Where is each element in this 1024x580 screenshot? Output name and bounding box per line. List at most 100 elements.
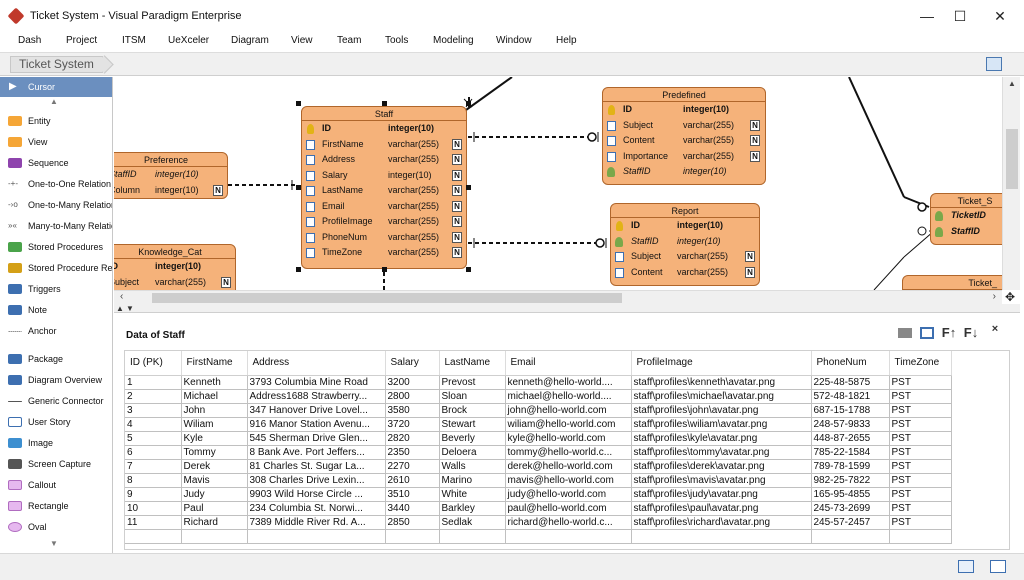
menu-modeling[interactable]: Modeling (433, 35, 474, 46)
sort-descending-button[interactable]: F↓ (963, 325, 979, 340)
table-cell[interactable]: 4 (125, 417, 182, 432)
table-cell[interactable]: 1 (125, 375, 182, 390)
table-cell[interactable]: staff\profiles\richard\avatar.png (631, 515, 812, 530)
table-cell[interactable]: PST (889, 487, 952, 502)
data-grid-icon[interactable] (896, 325, 914, 341)
table-cell[interactable]: Tommy (181, 445, 248, 460)
palette-item-screen-capture[interactable]: Screen Capture (0, 454, 112, 474)
table-cell[interactable]: PST (889, 417, 952, 432)
table-cell[interactable]: Brock (439, 403, 506, 418)
scrollbar-thumb[interactable] (1006, 129, 1018, 189)
table-cell[interactable]: 6 (125, 445, 182, 460)
table-cell[interactable]: Michael (181, 389, 248, 404)
entity-ticket[interactable]: Ticket_ (902, 275, 1002, 290)
table-cell[interactable]: staff\profiles\judy\avatar.png (631, 487, 812, 502)
table-cell[interactable]: Derek (181, 459, 248, 474)
close-button[interactable]: ✕ (994, 8, 1006, 24)
table-cell[interactable]: Mavis (181, 473, 248, 488)
table-cell[interactable]: PST (889, 515, 952, 530)
palette-scroll-up-icon[interactable]: ▲ (50, 97, 58, 106)
table-cell[interactable] (505, 529, 632, 544)
table-cell[interactable]: Barkley (439, 501, 506, 516)
scroll-left-icon[interactable]: ‹ (120, 291, 124, 302)
table-cell[interactable]: 81 Charles St. Sugar La... (247, 459, 386, 474)
selection-handle[interactable] (466, 101, 471, 106)
table-cell[interactable]: staff\profiles\wiliam\avatar.png (631, 417, 812, 432)
column-header[interactable]: FirstName (181, 351, 248, 376)
palette-item-rectangle[interactable]: Rectangle (0, 496, 112, 516)
table-cell[interactable]: Richard (181, 515, 248, 530)
table-cell[interactable]: 225-48-5875 (811, 375, 890, 390)
table-cell[interactable]: 916 Manor Station Avenu... (247, 417, 386, 432)
selection-handle[interactable] (466, 185, 471, 190)
menu-dash[interactable]: Dash (18, 35, 42, 46)
table-cell[interactable]: 7389 Middle River Rd. A... (247, 515, 386, 530)
palette-item-cursor[interactable]: ▶ Cursor (0, 77, 112, 97)
menu-diagram[interactable]: Diagram (231, 35, 269, 46)
table-cell[interactable]: PST (889, 445, 952, 460)
table-cell[interactable]: PST (889, 403, 952, 418)
column-header[interactable]: Email (505, 351, 632, 376)
table-cell[interactable]: staff\profiles\tommy\avatar.png (631, 445, 812, 460)
column-header[interactable]: Address (247, 351, 386, 376)
table-cell[interactable]: Kyle (181, 431, 248, 446)
palette-scroll-down-icon[interactable]: ▼ (50, 539, 58, 548)
panel-splitter[interactable]: ▲ ▼ (114, 304, 1020, 313)
table-cell[interactable]: kenneth@hello-world.... (505, 375, 632, 390)
table-cell[interactable]: 9903 Wild Horse Circle ... (247, 487, 386, 502)
table-cell[interactable]: 3580 (385, 403, 440, 418)
menu-itsm[interactable]: ITSM (122, 35, 146, 46)
scroll-right-icon[interactable]: › (992, 291, 996, 302)
menu-uexceler[interactable]: UeXceler (168, 35, 210, 46)
table-cell[interactable]: PST (889, 389, 952, 404)
table-cell[interactable]: staff\profiles\mavis\avatar.png (631, 473, 812, 488)
table-cell[interactable]: 347 Hanover Drive Lovel... (247, 403, 386, 418)
palette-item-diagram-overview[interactable]: Diagram Overview (0, 370, 112, 390)
table-cell[interactable]: judy@hello-world.com (505, 487, 632, 502)
column-header[interactable]: PhoneNum (811, 351, 890, 376)
breadcrumb[interactable]: Ticket System (10, 56, 103, 73)
diagram-navigator-icon[interactable] (986, 57, 1002, 71)
table-cell[interactable]: staff\profiles\michael\avatar.png (631, 389, 812, 404)
palette-item-one-to-one[interactable]: -+-One-to-One Relation (0, 174, 112, 194)
table-cell[interactable]: 234 Columbia St. Norwi... (247, 501, 386, 516)
table-cell[interactable] (889, 529, 952, 544)
selection-handle[interactable] (466, 267, 471, 272)
menu-project[interactable]: Project (66, 35, 98, 46)
table-cell[interactable]: 3793 Columbia Mine Road (247, 375, 386, 390)
table-cell[interactable]: 3 (125, 403, 182, 418)
table-cell[interactable]: 245-73-2699 (811, 501, 890, 516)
table-cell[interactable]: Sedlak (439, 515, 506, 530)
table-cell[interactable]: tommy@hello-world.c... (505, 445, 632, 460)
palette-item-many-to-many[interactable]: »«Many-to-Many Relation (0, 216, 112, 236)
selection-handle[interactable] (296, 185, 301, 190)
table-cell[interactable] (181, 529, 248, 544)
collapse-down-icon[interactable]: ▼ (126, 304, 134, 313)
menu-tools[interactable]: Tools (385, 35, 409, 46)
palette-item-generic-connector[interactable]: Generic Connector (0, 391, 112, 411)
table-cell[interactable]: 3720 (385, 417, 440, 432)
menu-view[interactable]: View (291, 35, 313, 46)
table-cell[interactable]: 3200 (385, 375, 440, 390)
table-cell[interactable]: kyle@hello-world.com (505, 431, 632, 446)
document-edit-icon[interactable] (990, 560, 1006, 573)
table-cell[interactable]: Beverly (439, 431, 506, 446)
table-cell[interactable]: 9 (125, 487, 182, 502)
palette-item-sequence[interactable]: Sequence (0, 153, 112, 173)
maximize-button[interactable]: ☐ (953, 8, 967, 24)
table-cell[interactable]: 2270 (385, 459, 440, 474)
